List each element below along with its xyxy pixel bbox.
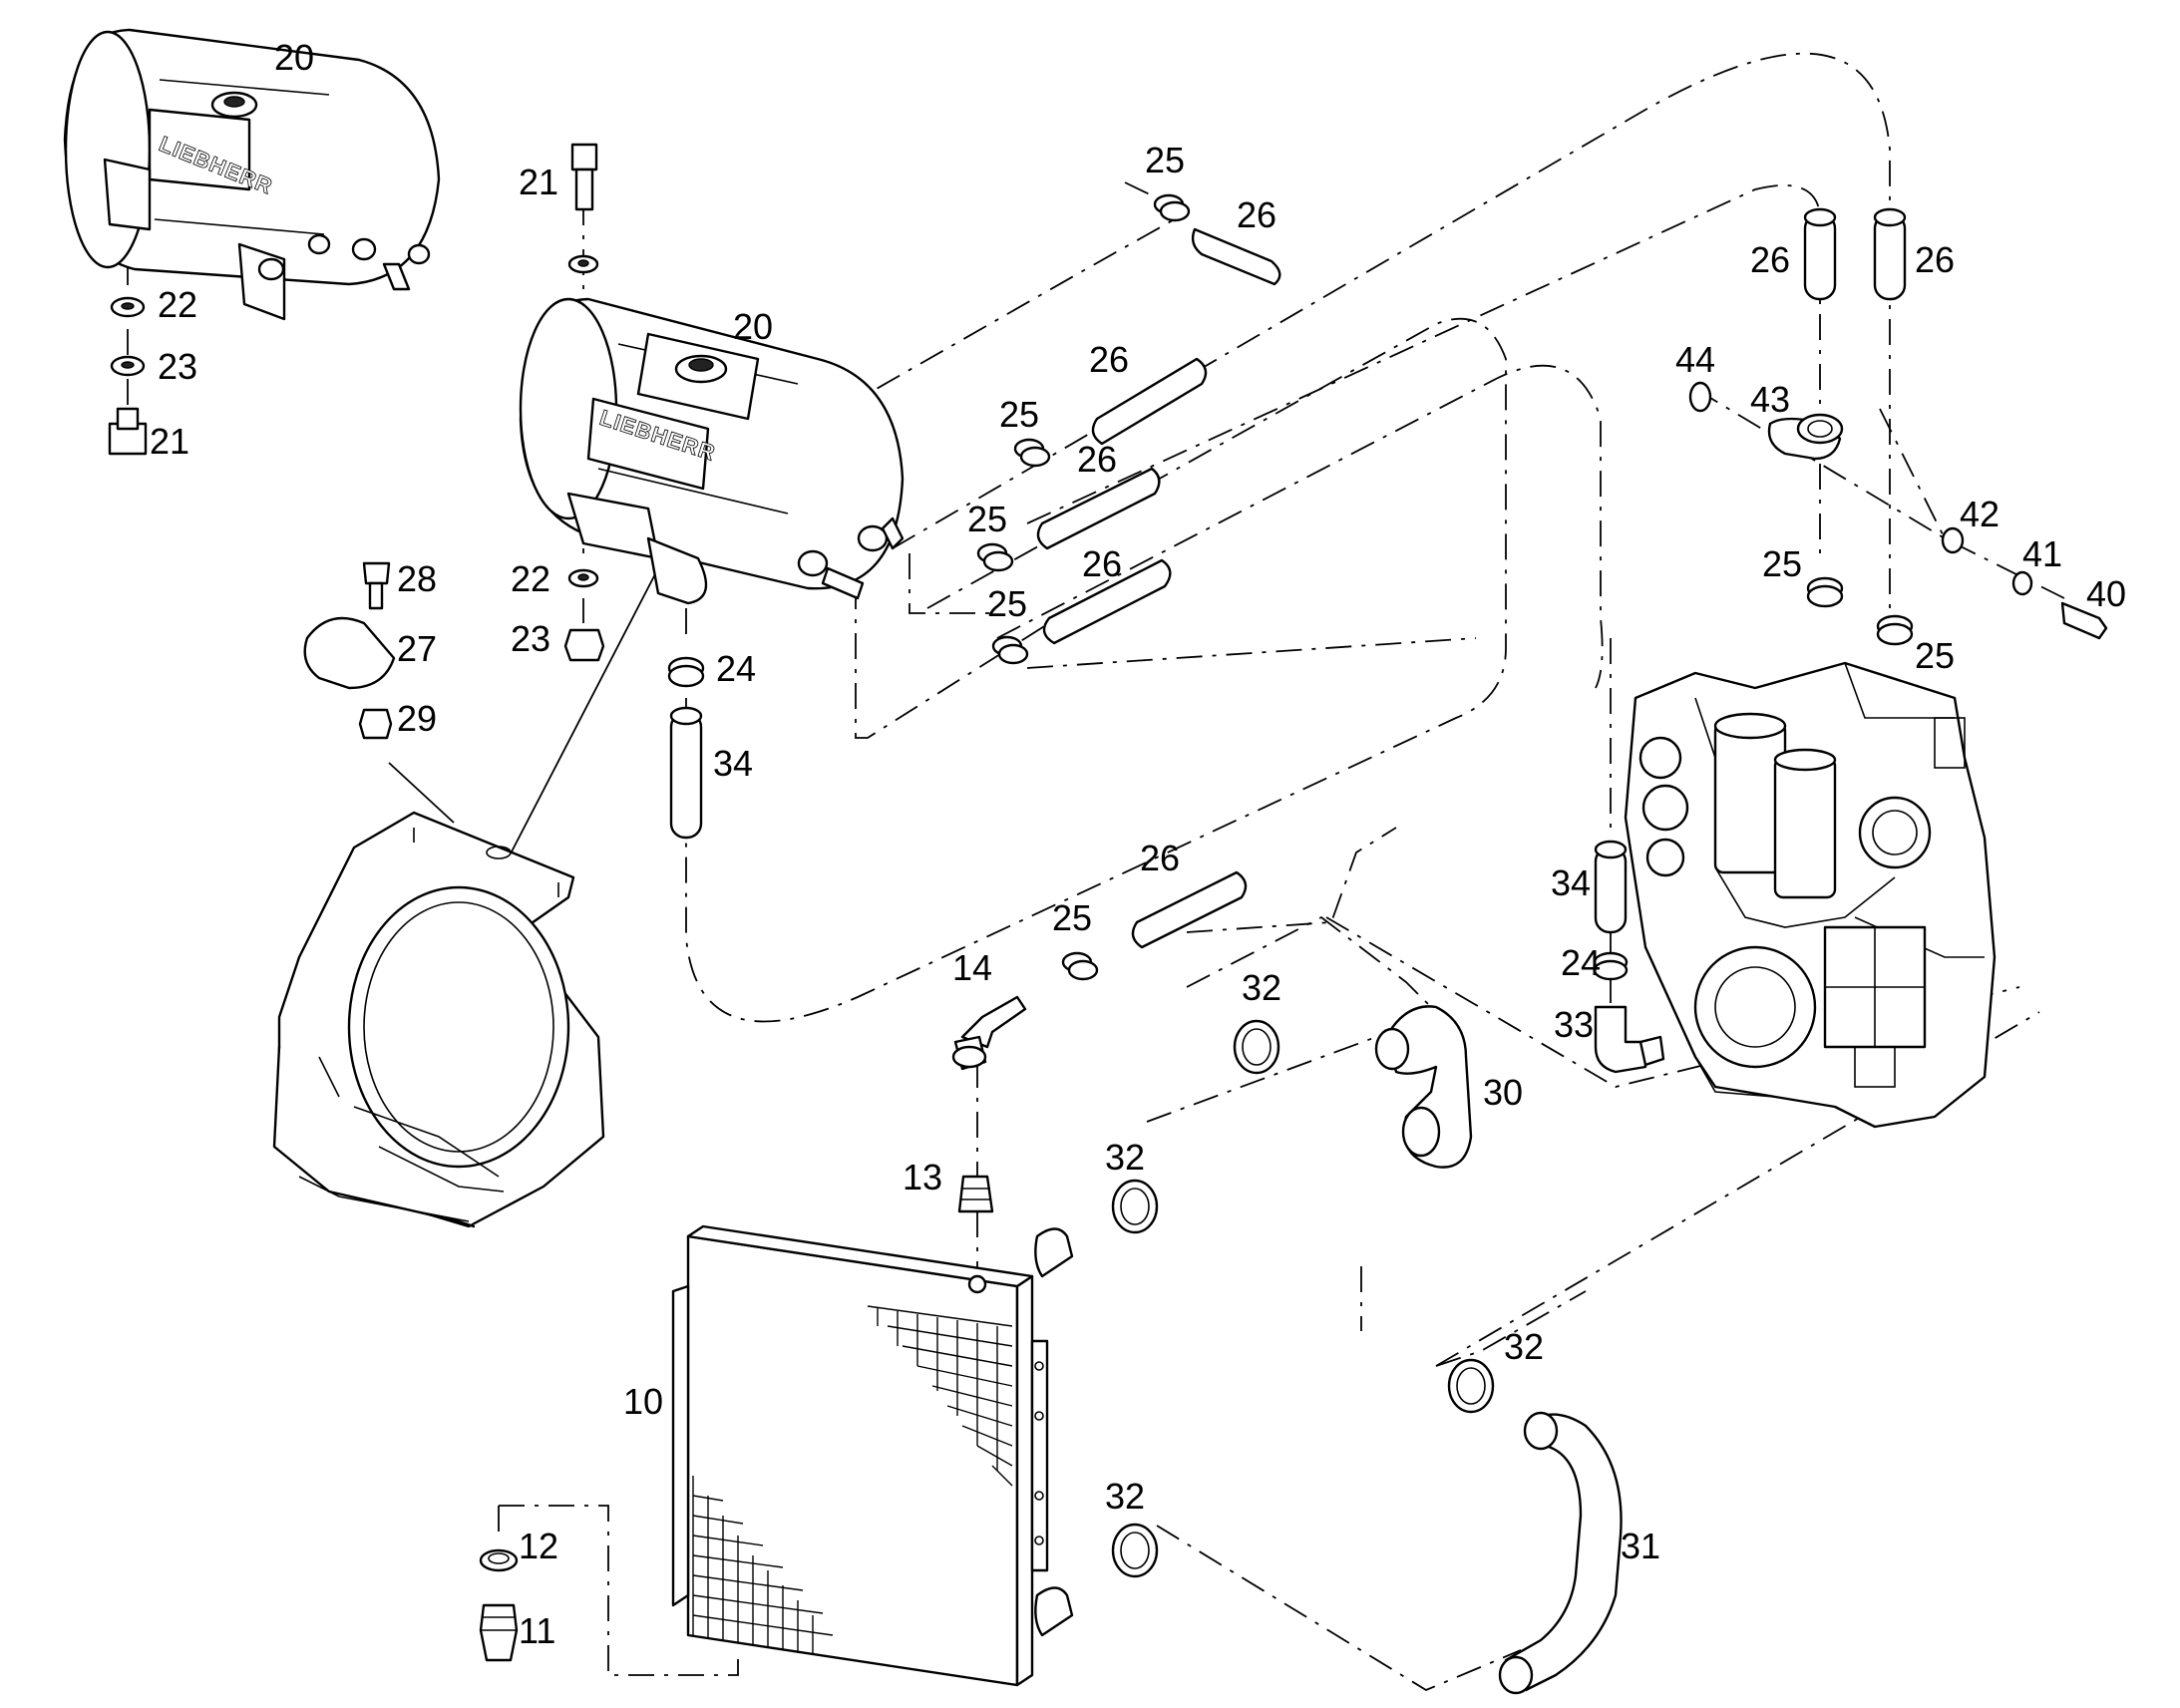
callout: 32 xyxy=(1504,1326,1544,1367)
callout: 24 xyxy=(1561,942,1601,983)
callout: 25 xyxy=(1145,140,1185,180)
radiator xyxy=(671,1224,1074,1687)
callout: 22 xyxy=(158,284,197,325)
callout: 25 xyxy=(987,583,1027,624)
leader-lines xyxy=(388,567,659,858)
clamp-27 xyxy=(303,616,396,690)
hoses-26-right xyxy=(1803,207,1914,646)
callout: 34 xyxy=(1551,862,1591,903)
callout: 25 xyxy=(1915,635,1955,676)
clamps-32 xyxy=(1111,1019,1495,1578)
bolt-40 xyxy=(2060,601,2108,640)
expansion-tank-small: LIEBHERR xyxy=(63,28,441,321)
callout: 13 xyxy=(903,1157,942,1197)
fittings xyxy=(951,995,1027,1213)
fan-shroud-bracket xyxy=(272,811,605,1228)
callout: 25 xyxy=(967,499,1007,539)
callout: 27 xyxy=(397,628,437,669)
radiator-fins-top xyxy=(867,1305,1013,1487)
callout: 40 xyxy=(2086,573,2126,614)
callout: 30 xyxy=(1483,1072,1523,1113)
nut-23 xyxy=(563,628,605,662)
callout: 26 xyxy=(1077,439,1117,480)
hose-31 xyxy=(1498,1411,1623,1695)
callout: 20 xyxy=(274,37,314,78)
callout: 32 xyxy=(1105,1137,1145,1178)
expansion-tank-main: LIEBHERR xyxy=(519,297,905,605)
callout: 42 xyxy=(1960,494,1999,534)
callout: 21 xyxy=(150,421,189,462)
callout: 25 xyxy=(1762,543,1802,584)
plug-11 xyxy=(479,1603,519,1662)
hose-34-left xyxy=(667,656,705,840)
washer-41 xyxy=(2011,570,2033,596)
callout: 24 xyxy=(716,648,756,689)
callout: 32 xyxy=(1242,967,1281,1008)
callout: 26 xyxy=(1750,239,1790,280)
callout: 26 xyxy=(1140,838,1180,878)
callout: 34 xyxy=(713,743,753,784)
callout: 26 xyxy=(1089,339,1129,380)
callout: 10 xyxy=(623,1381,663,1422)
callout: 43 xyxy=(1750,379,1790,420)
callout: 21 xyxy=(519,162,558,202)
callout: 25 xyxy=(999,394,1039,435)
nut-29 xyxy=(358,708,393,740)
bolt-28 xyxy=(362,561,391,585)
callout: 26 xyxy=(1237,194,1276,235)
washer-44 xyxy=(1688,381,1712,413)
callout: 41 xyxy=(2022,533,2062,574)
elbow-14 xyxy=(960,995,1027,1049)
nipple-13 xyxy=(957,1175,994,1213)
callout-labels: 10 11 12 13 14 20 20 21 21 22 22 23 23 2… xyxy=(150,37,2126,1651)
callout: 22 xyxy=(511,558,550,599)
callout: 12 xyxy=(519,1526,558,1566)
callout: 33 xyxy=(1554,1004,1594,1045)
callout: 14 xyxy=(952,947,992,988)
callout: 11 xyxy=(519,1610,555,1651)
radiator-fins-bottom xyxy=(692,1476,834,1655)
callout: 25 xyxy=(1052,897,1092,938)
fasteners-left xyxy=(108,143,605,740)
hose-34-right xyxy=(1593,840,1665,1074)
drain-plug xyxy=(479,1548,519,1662)
callout: 20 xyxy=(733,306,773,347)
fasteners-right xyxy=(1688,381,2108,640)
hoses-26-middle xyxy=(976,193,1281,981)
callout: 23 xyxy=(158,346,197,387)
callout: 32 xyxy=(1105,1476,1145,1517)
bolt-21-main-head xyxy=(570,143,598,171)
callout: 23 xyxy=(511,618,550,659)
hose-30 xyxy=(1374,1005,1473,1169)
engine-block xyxy=(1624,661,1997,1129)
callout: 26 xyxy=(1915,239,1955,280)
callout: 26 xyxy=(1082,543,1122,584)
callout: 44 xyxy=(1675,339,1715,380)
callout: 29 xyxy=(397,698,437,739)
washer-42 xyxy=(1941,526,1965,554)
callout: 31 xyxy=(1621,1526,1660,1566)
callout: 28 xyxy=(397,558,437,599)
